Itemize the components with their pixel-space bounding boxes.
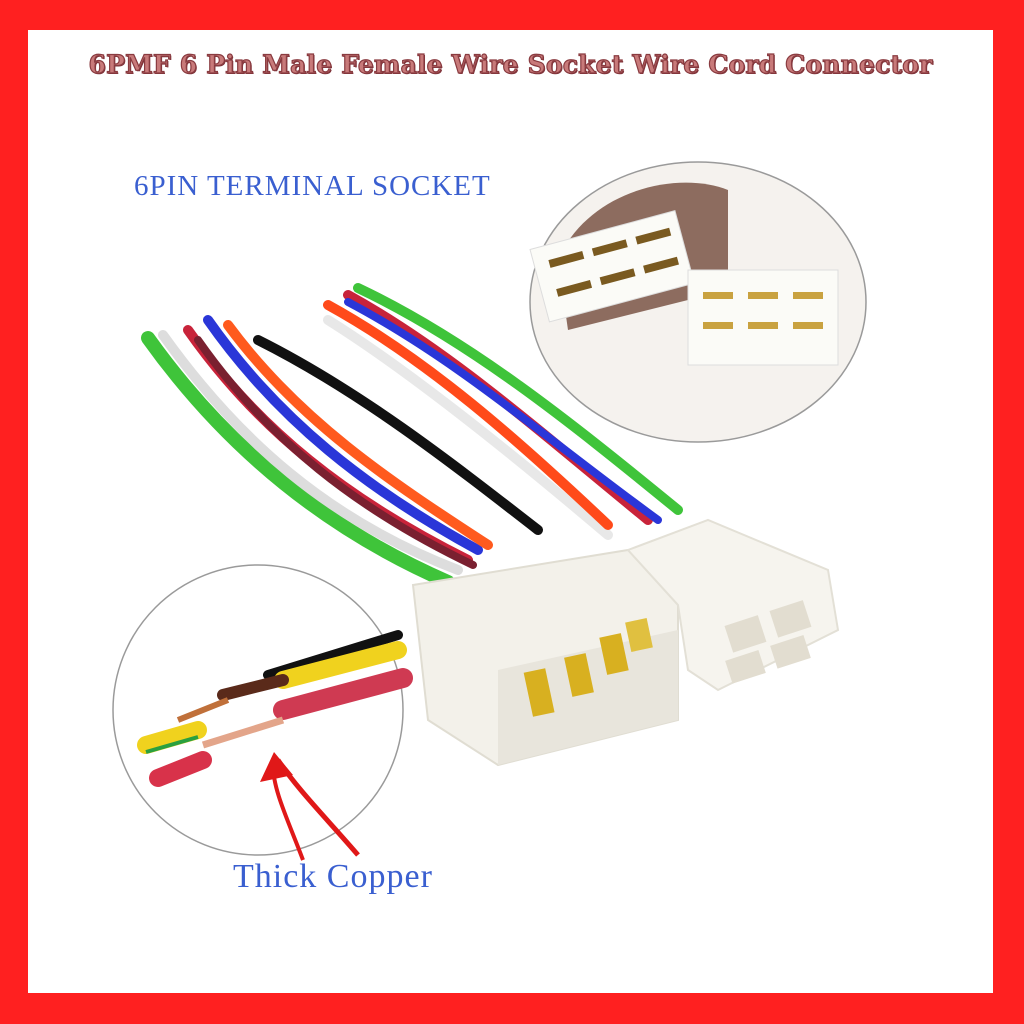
- thick-copper-label: Thick Copper: [233, 858, 433, 895]
- terminal-socket-label: 6PIN TERMINAL SOCKET: [134, 170, 491, 202]
- copper-closeup-inset: [112, 564, 413, 861]
- male-connector: [411, 548, 679, 767]
- product-image-frame: 6PMF 6 Pin Male Female Wire Socket Wire …: [28, 30, 993, 993]
- product-title: 6PMF 6 Pin Male Female Wire Socket Wire …: [88, 49, 933, 79]
- product-illustration: [112, 161, 867, 861]
- wire-bundle: [141, 283, 683, 589]
- connector-closeup-inset: [529, 161, 867, 443]
- female-connector: [626, 518, 840, 692]
